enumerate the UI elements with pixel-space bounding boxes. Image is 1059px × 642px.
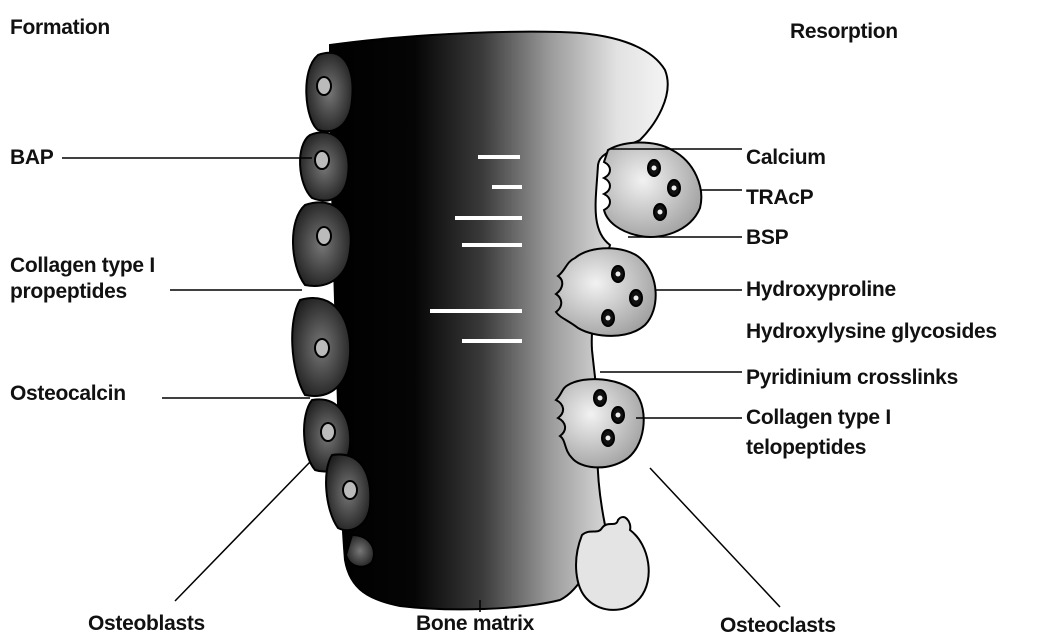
label-osteocalcin: Osteocalcin	[10, 382, 126, 406]
formation-header: Formation	[10, 16, 110, 40]
label-bsp: BSP	[746, 226, 788, 250]
label-bap: BAP	[10, 146, 53, 170]
label-osteoclasts: Osteoclasts	[720, 614, 836, 638]
label-calcium: Calcium	[746, 146, 826, 170]
label-collagen-propeptides-line1: Collagen type I	[10, 254, 155, 278]
label-tracp: TRAcP	[746, 186, 813, 210]
label-pyridinium-crosslinks: Pyridinium crosslinks	[746, 366, 958, 390]
label-hydroxylysine-glycosides: Hydroxylysine glycosides	[746, 320, 997, 344]
resorption-header: Resorption	[790, 20, 898, 44]
label-collagen-telopeptides-line1: Collagen type I	[746, 406, 891, 430]
label-collagen-propeptides-line2: propeptides	[10, 280, 127, 304]
label-bone-matrix: Bone matrix	[416, 612, 534, 636]
label-osteoblasts: Osteoblasts	[88, 612, 205, 636]
label-hydroxyproline: Hydroxyproline	[746, 278, 896, 302]
label-collagen-telopeptides-line2: telopeptides	[746, 436, 866, 460]
